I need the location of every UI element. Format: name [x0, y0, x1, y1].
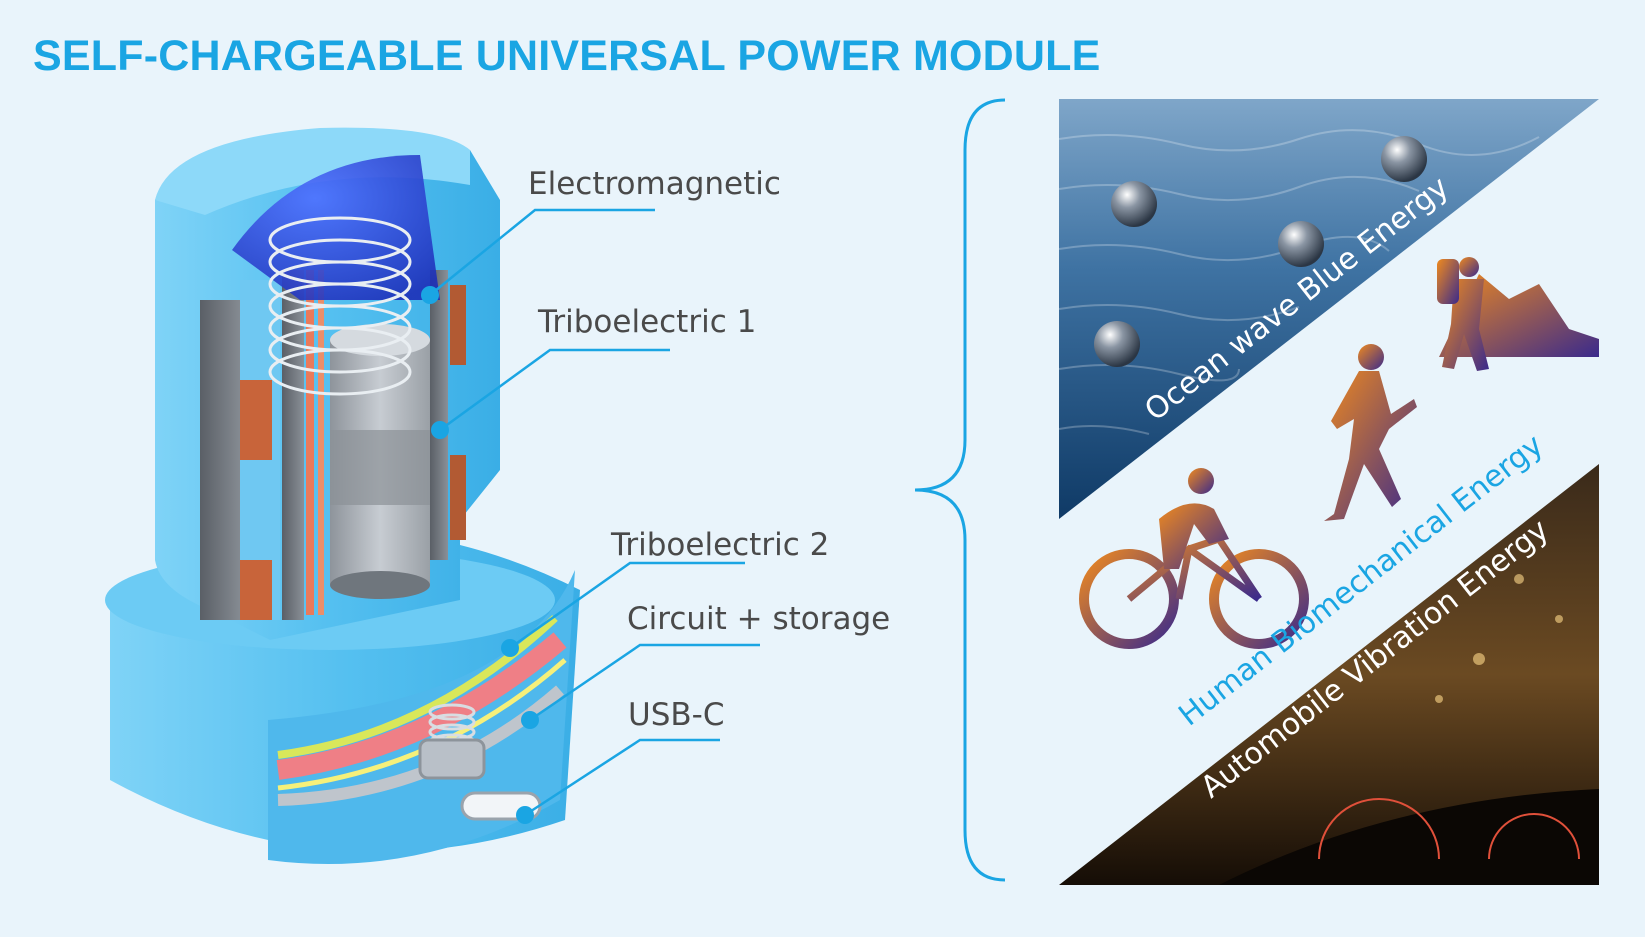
cyclist-silhouette — [1079, 468, 1309, 649]
curly-brace-icon — [914, 98, 1006, 882]
spring-coil-icon — [268, 216, 412, 396]
speedometer-icon — [1318, 798, 1580, 860]
energy-sources-panel: Ocean wave Blue Energy Human Biomechanic… — [1059, 99, 1599, 885]
label-triboelectric-2: Triboelectric 2 — [611, 527, 830, 563]
sphere-icon — [1111, 181, 1157, 227]
copper-coil-icon — [240, 380, 272, 460]
label-usb-c: USB-C — [628, 697, 725, 733]
runner-silhouette — [1324, 344, 1417, 521]
callout-dots — [421, 286, 539, 824]
triboelectric-cylinder — [330, 324, 430, 599]
small-spring-icon — [418, 703, 486, 780]
label-electromagnetic: Electromagnetic — [528, 166, 781, 202]
callout-leaders — [429, 208, 760, 817]
label-circuit-storage: Circuit + storage — [627, 601, 891, 637]
label-triboelectric-1: Triboelectric 1 — [538, 304, 757, 340]
page-title: SELF-CHARGEABLE UNIVERSAL POWER MODULE — [33, 32, 1101, 80]
ocean-wave-photo — [1059, 99, 1599, 519]
car-dashboard-photo — [1059, 464, 1599, 885]
hiker-mountain-silhouette — [1437, 257, 1599, 371]
module-tower — [155, 127, 500, 640]
